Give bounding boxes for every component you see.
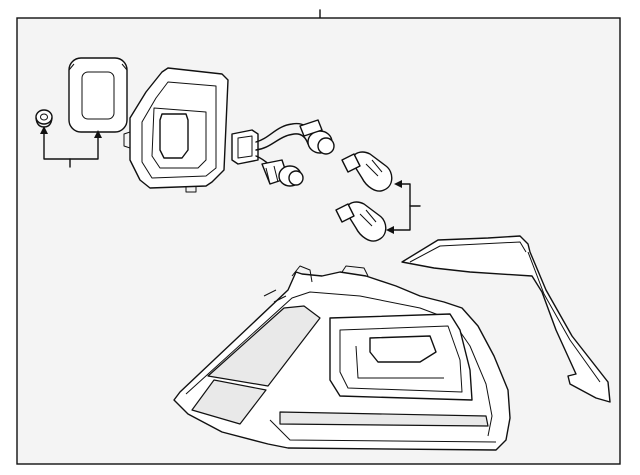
sealing-grommet[interactable] (35, 109, 53, 128)
gasket[interactable] (68, 57, 128, 133)
callout-bracket-left (40, 126, 102, 168)
turn-signal-bulb[interactable] (341, 151, 393, 192)
lamp-housing-bulb-carrier[interactable] (123, 67, 229, 193)
tail-lamp-lens-assembly[interactable] (173, 265, 511, 451)
callout-bracket-right (386, 180, 421, 234)
rear-trim-panel[interactable] (401, 235, 611, 403)
wiring-harness-socket[interactable] (231, 119, 335, 187)
brake-light-bulb[interactable] (335, 201, 387, 242)
